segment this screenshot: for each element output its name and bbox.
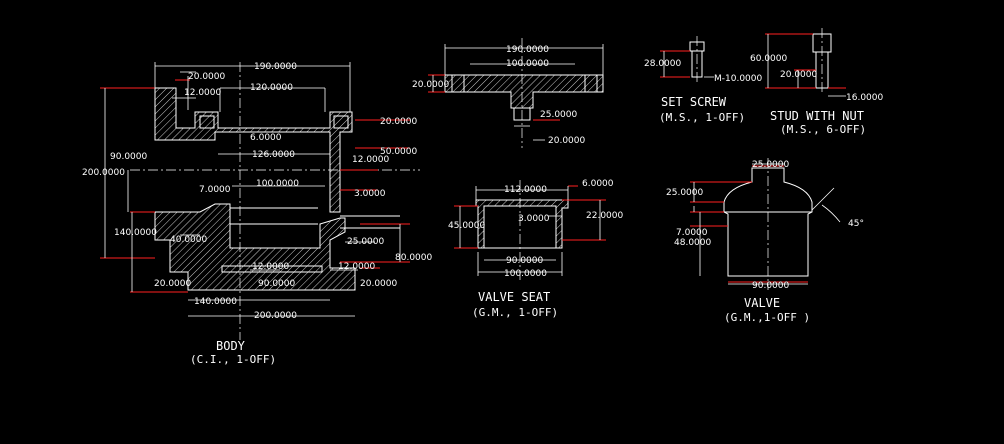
- set-screw-shank: [691, 50, 703, 78]
- body-dim-100: 100.0000: [256, 179, 299, 189]
- flange-extension-lines: [428, 74, 560, 121]
- body-dim-12-top: 12.0000: [184, 88, 221, 98]
- body-dim-200: 200.0000: [254, 311, 297, 321]
- body-title: BODY: [216, 339, 246, 353]
- body-left-bolt-hole: [199, 115, 215, 129]
- body-dim-90-base: 90.0000: [258, 279, 295, 289]
- body-dim-120: 120.0000: [250, 83, 293, 93]
- set-screw-title: SET SCREW: [661, 95, 727, 109]
- set-screw-subtitle: (M.S., 1-OFF): [659, 111, 745, 124]
- valve-title: VALVE: [744, 296, 780, 310]
- set-screw-dimension-lines: [663, 51, 714, 78]
- valve-seat-dim-112: 112.0000: [504, 185, 547, 195]
- body-dim-140: 140.0000: [194, 297, 237, 307]
- valve-part: 25.0000 25.0000 7.0000 48.0000 90.0000 4…: [666, 158, 864, 324]
- valve-seat-dim-22: 22.0000: [586, 211, 623, 221]
- flange-right-hole: [584, 74, 598, 93]
- flange-part: 190.0000 100.0000 20.0000 25.0000 20.000…: [412, 38, 604, 148]
- valve-seat-dim-45: 45.0000: [448, 221, 485, 231]
- set-screw-dim-m10: M-10.0000: [714, 74, 763, 84]
- flange-dim-190: 190.0000: [506, 45, 549, 55]
- valve-outline: [723, 167, 813, 277]
- stud-dim-16: 16.0000: [846, 93, 883, 103]
- body-subtitle: (C.I., 1-OFF): [190, 353, 276, 366]
- valve-angle-arc: [821, 204, 841, 223]
- valve-seat-dimension-lines: [459, 186, 601, 276]
- body-dim-90-vertical: 90.0000: [110, 152, 147, 162]
- body-dim-126: 126.0000: [252, 150, 295, 160]
- flange-left-hole: [451, 74, 465, 93]
- body-top-section: [154, 87, 353, 213]
- stud-dim-60: 60.0000: [750, 54, 787, 64]
- body-dimension-lines: [104, 62, 401, 317]
- flange-dimension-lines: [432, 44, 604, 141]
- flange-dim-20-stem: 20.0000: [548, 136, 585, 146]
- valve-seat-section: [475, 199, 569, 249]
- valve-dim-25-top: 25.0000: [752, 160, 789, 170]
- body-dim-80: 80.0000: [395, 253, 432, 263]
- body-dim-12-right: 12.0000: [352, 155, 389, 165]
- valve-dim-48: 48.0000: [674, 238, 711, 248]
- valve-seat-part: 112.0000 6.0000 3.0000 22.0000 45.0000 9…: [448, 179, 623, 319]
- valve-seat-title: VALVE SEAT: [478, 290, 550, 304]
- body-dim-50: 50.0000: [380, 147, 417, 157]
- body-dim-20-right: 20.0000: [380, 117, 417, 127]
- valve-seat-extension-lines: [454, 185, 606, 249]
- body-dim-12-base-right: 12.0000: [338, 262, 375, 272]
- body-lower-section: [154, 203, 356, 291]
- body-right-bolt-hole: [333, 115, 349, 129]
- set-screw-part: 28.0000 M-10.0000 SET SCREW (M.S., 1-OFF…: [644, 36, 763, 124]
- valve-seat-dim-100: 100.0000: [504, 269, 547, 279]
- valve-seat-dim-6: 6.0000: [582, 179, 614, 189]
- stud-dim-20: 20.0000: [780, 70, 817, 80]
- body-dim-40: 40.0000: [170, 235, 207, 245]
- body-dim-20-base-left: 20.0000: [154, 279, 191, 289]
- body-dim-7: 7.0000: [199, 185, 231, 195]
- valve-seat-dim-3: 3.0000: [518, 214, 550, 224]
- body-dim-140-vertical: 140.0000: [114, 228, 157, 238]
- body-dim-20-top: 20.0000: [188, 72, 225, 82]
- flange-section: [444, 74, 604, 109]
- body-base-inner: [221, 265, 323, 273]
- valve-subtitle: (G.M.,1-OFF ): [724, 311, 810, 324]
- valve-dim-90: 90.0000: [752, 281, 789, 291]
- flange-dim-100: 100.0000: [506, 59, 549, 69]
- stud-part: 60.0000 20.0000 16.0000 STUD WITH NUT (M…: [750, 28, 883, 136]
- valve-seat-subtitle: (G.M., 1-OFF): [472, 306, 558, 319]
- body-dim-25: 25.0000: [347, 237, 384, 247]
- valve-dim-25-side: 25.0000: [666, 188, 703, 198]
- valve-dim-7: 7.0000: [676, 228, 708, 238]
- body-dim-12-base-left: 12.0000: [252, 262, 289, 272]
- body-dim-6: 6.0000: [250, 133, 282, 143]
- flange-stem: [513, 107, 531, 121]
- set-screw-dim-28: 28.0000: [644, 59, 681, 69]
- valve-angle-line: [811, 187, 835, 211]
- flange-dim-25: 25.0000: [540, 110, 577, 120]
- stud-extension-lines: [765, 33, 846, 89]
- valve-dimension-lines: [693, 163, 808, 285]
- body-dim-20-base-right: 20.0000: [360, 279, 397, 289]
- set-screw-extension-lines: [660, 50, 690, 78]
- flange-dim-20: 20.0000: [412, 80, 449, 90]
- valve-seat-dim-90: 90.0000: [506, 256, 543, 266]
- stud-subtitle: (M.S., 6-OFF): [780, 123, 866, 136]
- stud-title: STUD WITH NUT: [770, 109, 864, 123]
- body-dim-3: 3.0000: [354, 189, 386, 199]
- body-part: 190.0000 20.0000 120.0000 12.0000 6.0000…: [82, 62, 432, 366]
- body-dim-190: 190.0000: [254, 62, 297, 72]
- stud-dimension-lines: [767, 34, 846, 97]
- valve-dim-angle: 45°: [848, 219, 864, 229]
- body-dim-200-vertical: 200.0000: [82, 168, 125, 178]
- body-extension-lines: [100, 79, 410, 293]
- valve-extension-lines: [690, 165, 808, 283]
